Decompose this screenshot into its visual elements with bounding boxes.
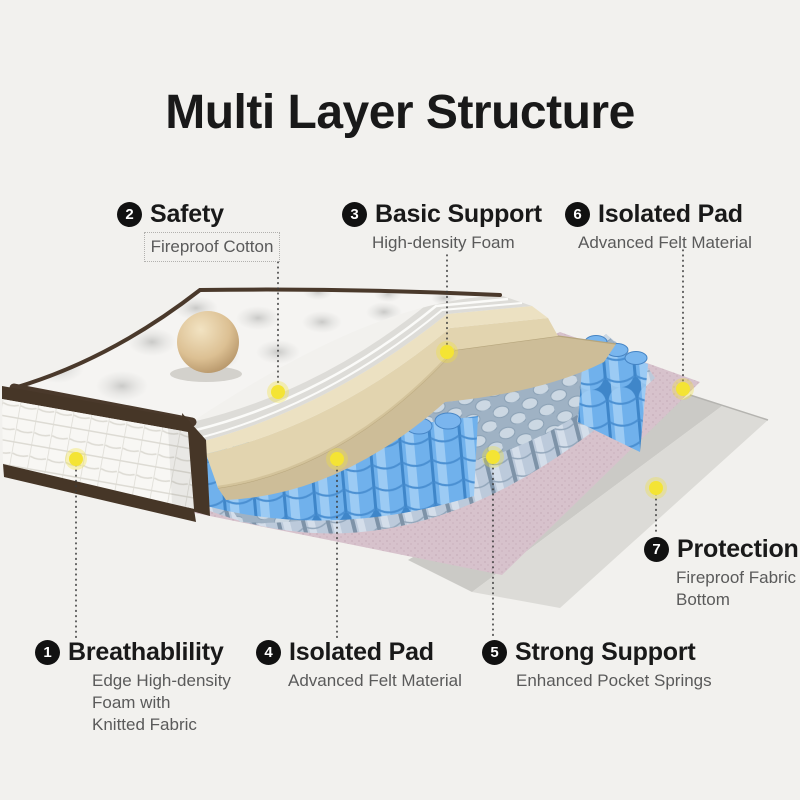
callout-description: Enhanced Pocket Springs	[516, 671, 712, 690]
number-badge-7: 7	[644, 537, 669, 562]
callout-title: Isolated Pad	[598, 200, 743, 228]
callout-title: Basic Support	[375, 200, 542, 228]
callout-description: High-density Foam	[372, 233, 515, 252]
callout-title: Protection	[677, 535, 799, 563]
callout-title: Breathablility	[68, 638, 224, 666]
callout-description: Fireproof Fabric Bottom	[676, 568, 796, 609]
indicator-dot-5	[482, 446, 504, 468]
number-badge-5: 5	[482, 640, 507, 665]
callout-isolated-pad-upper: 6 Isolated Pad Advanced Felt Material	[565, 200, 752, 254]
callout-protection: 7 Protection Fireproof Fabric Bottom	[644, 535, 799, 611]
callout-safety: 2 Safety Fireproof Cotton	[117, 200, 280, 262]
number-badge-1: 1	[35, 640, 60, 665]
callout-basic-support: 3 Basic Support High-density Foam	[342, 200, 542, 254]
layer-foam	[200, 306, 558, 489]
callout-description: Advanced Felt Material	[288, 671, 462, 690]
quilt-trim-top	[12, 287, 502, 390]
layer-knitted-side-panel	[2, 386, 196, 522]
leader-lines	[75, 249, 684, 639]
indicator-dot-6	[672, 378, 694, 400]
callout-title: Isolated Pad	[289, 638, 434, 666]
number-badge-6: 6	[565, 202, 590, 227]
layer-fireproof-cotton	[192, 295, 532, 442]
callout-title: Strong Support	[515, 638, 696, 666]
callout-breathability: 1 Breathablility Edge High-density Foam …	[35, 638, 231, 735]
number-badge-3: 3	[342, 202, 367, 227]
number-badge-4: 4	[256, 640, 281, 665]
indicator-dot-3	[436, 341, 458, 363]
number-badge-2: 2	[117, 202, 142, 227]
indicator-dot-2	[267, 381, 289, 403]
callout-strong-support: 5 Strong Support Enhanced Pocket Springs	[482, 638, 712, 692]
callout-description: Fireproof Cotton	[144, 232, 280, 262]
indicator-dots	[65, 341, 694, 499]
cotton-ball	[170, 311, 242, 382]
callout-description: Edge High-density Foam with Knitted Fabr…	[92, 671, 231, 734]
indicator-dot-7	[645, 477, 667, 499]
indicator-dot-4	[326, 448, 348, 470]
callout-isolated-pad-lower: 4 Isolated Pad Advanced Felt Material	[256, 638, 462, 692]
page-title: Multi Layer Structure	[165, 86, 635, 140]
callout-description: Advanced Felt Material	[578, 233, 752, 252]
indicator-dot-1	[65, 448, 87, 470]
callout-title: Safety	[150, 200, 224, 228]
